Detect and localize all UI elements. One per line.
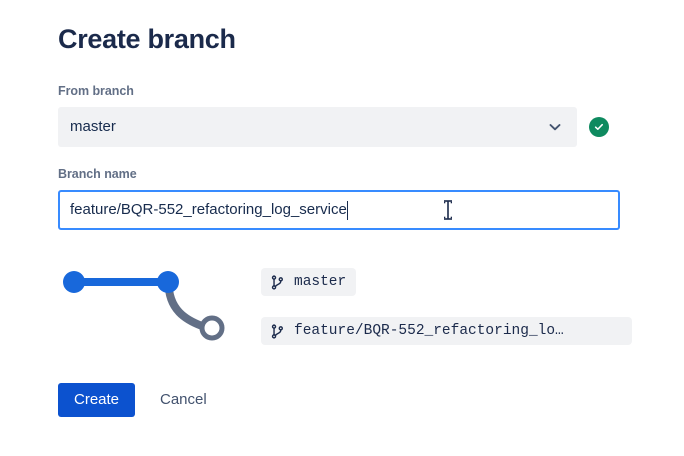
commit-node-2 [157, 271, 179, 293]
cancel-button[interactable]: Cancel [152, 383, 215, 417]
create-button[interactable]: Create [58, 383, 136, 417]
commit-node-1 [63, 271, 85, 293]
from-branch-value: master [70, 118, 116, 135]
text-caret [346, 200, 348, 220]
page-title: Create branch [58, 24, 236, 54]
branch-chip-master[interactable]: master [261, 268, 357, 296]
check-circle-icon [589, 117, 609, 137]
branch-chip-feature[interactable]: feature/BQR-552_refactoring_lo… [261, 317, 632, 345]
git-branch-icon [270, 274, 285, 290]
branch-chip-label: master [294, 273, 347, 290]
text-ibeam-cursor [441, 199, 455, 221]
git-branch-icon [270, 323, 285, 339]
branch-name-label: Branch name [58, 167, 137, 181]
branch-graph [52, 258, 252, 354]
from-branch-row: master [58, 107, 633, 147]
branch-name-value: feature/BQR-552_refactoring_log_service [70, 201, 347, 218]
branch-chip-label: feature/BQR-552_refactoring_lo… [294, 322, 564, 339]
new-branch-node [199, 315, 225, 341]
from-branch-select[interactable]: master [58, 107, 577, 147]
branch-name-input[interactable]: feature/BQR-552_refactoring_log_service [58, 190, 620, 230]
chevron-down-icon[interactable] [547, 119, 563, 135]
from-branch-label: From branch [58, 84, 134, 98]
